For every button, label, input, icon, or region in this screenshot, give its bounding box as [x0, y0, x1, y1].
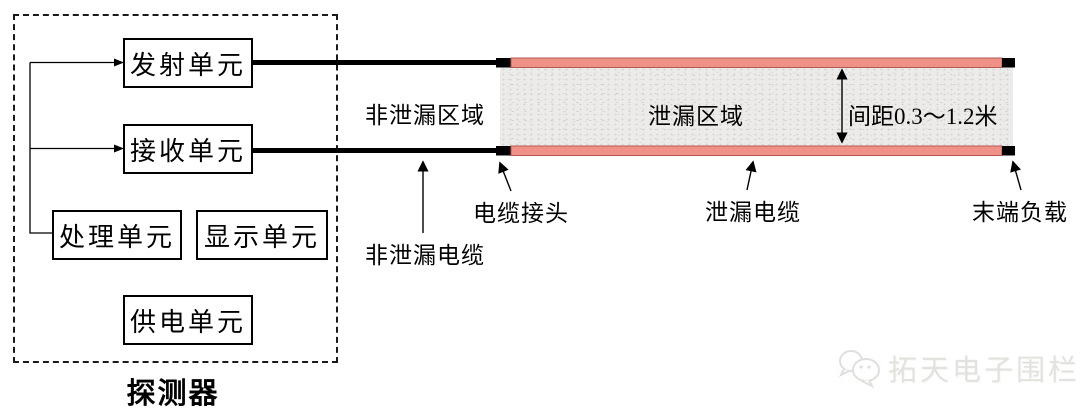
- transmitter-arrowhead-icon: [114, 58, 124, 67]
- display-unit-label: 显示单元: [203, 222, 320, 252]
- end-load-top: [1002, 58, 1015, 68]
- end-load-label: 末端负载: [972, 200, 1068, 225]
- cable-joint-label: 电缆接头: [473, 201, 569, 226]
- leaky-cable-label: 泄漏电缆: [705, 200, 801, 225]
- watermark-text: 拓天电子围栏: [888, 355, 1080, 387]
- power-unit-box: 供电单元: [123, 295, 253, 345]
- non-leak-cable-label: 非泄漏电缆: [365, 243, 485, 268]
- wechat-icon: [838, 350, 880, 389]
- watermark: 拓天电子围栏: [838, 346, 1080, 390]
- detector-caption: 探测器: [126, 378, 220, 410]
- detector-enclosure: [13, 14, 338, 363]
- non-leak-zone-label: 非泄漏区域: [365, 103, 485, 128]
- detector-bus-line: [29, 62, 52, 234]
- receiver-arrowhead-icon: [114, 144, 124, 153]
- leaky-cable-bottom: [510, 145, 1003, 156]
- processing-unit-box: 处理单元: [52, 210, 182, 260]
- receiver-unit-label: 接收单元: [129, 136, 246, 166]
- processing-unit-label: 处理单元: [58, 222, 175, 252]
- cable-joint-bottom: [496, 146, 512, 156]
- display-unit-box: 显示单元: [196, 210, 328, 260]
- power-unit-label: 供电单元: [129, 307, 246, 337]
- end-load-callout-arrow: [1010, 160, 1022, 191]
- leaky-cable-callout-arrow: [745, 160, 757, 191]
- transmitter-unit-label: 发射单元: [129, 50, 246, 80]
- spacing-label: 间距0.3～1.2米: [848, 104, 998, 129]
- non-leak-cable-bottom: [253, 148, 498, 153]
- transmitter-unit-box: 发射单元: [123, 38, 253, 88]
- leaky-cable-top: [510, 57, 1003, 68]
- cable-joint-top: [496, 58, 512, 68]
- non-leak-cable-top: [253, 60, 498, 65]
- cable-joint-callout-arrow: [498, 161, 512, 192]
- leak-zone-label: 泄漏区域: [648, 104, 744, 129]
- receiver-unit-box: 接收单元: [123, 124, 253, 174]
- end-load-bottom: [1002, 146, 1015, 156]
- leak-area-region: [500, 67, 1013, 147]
